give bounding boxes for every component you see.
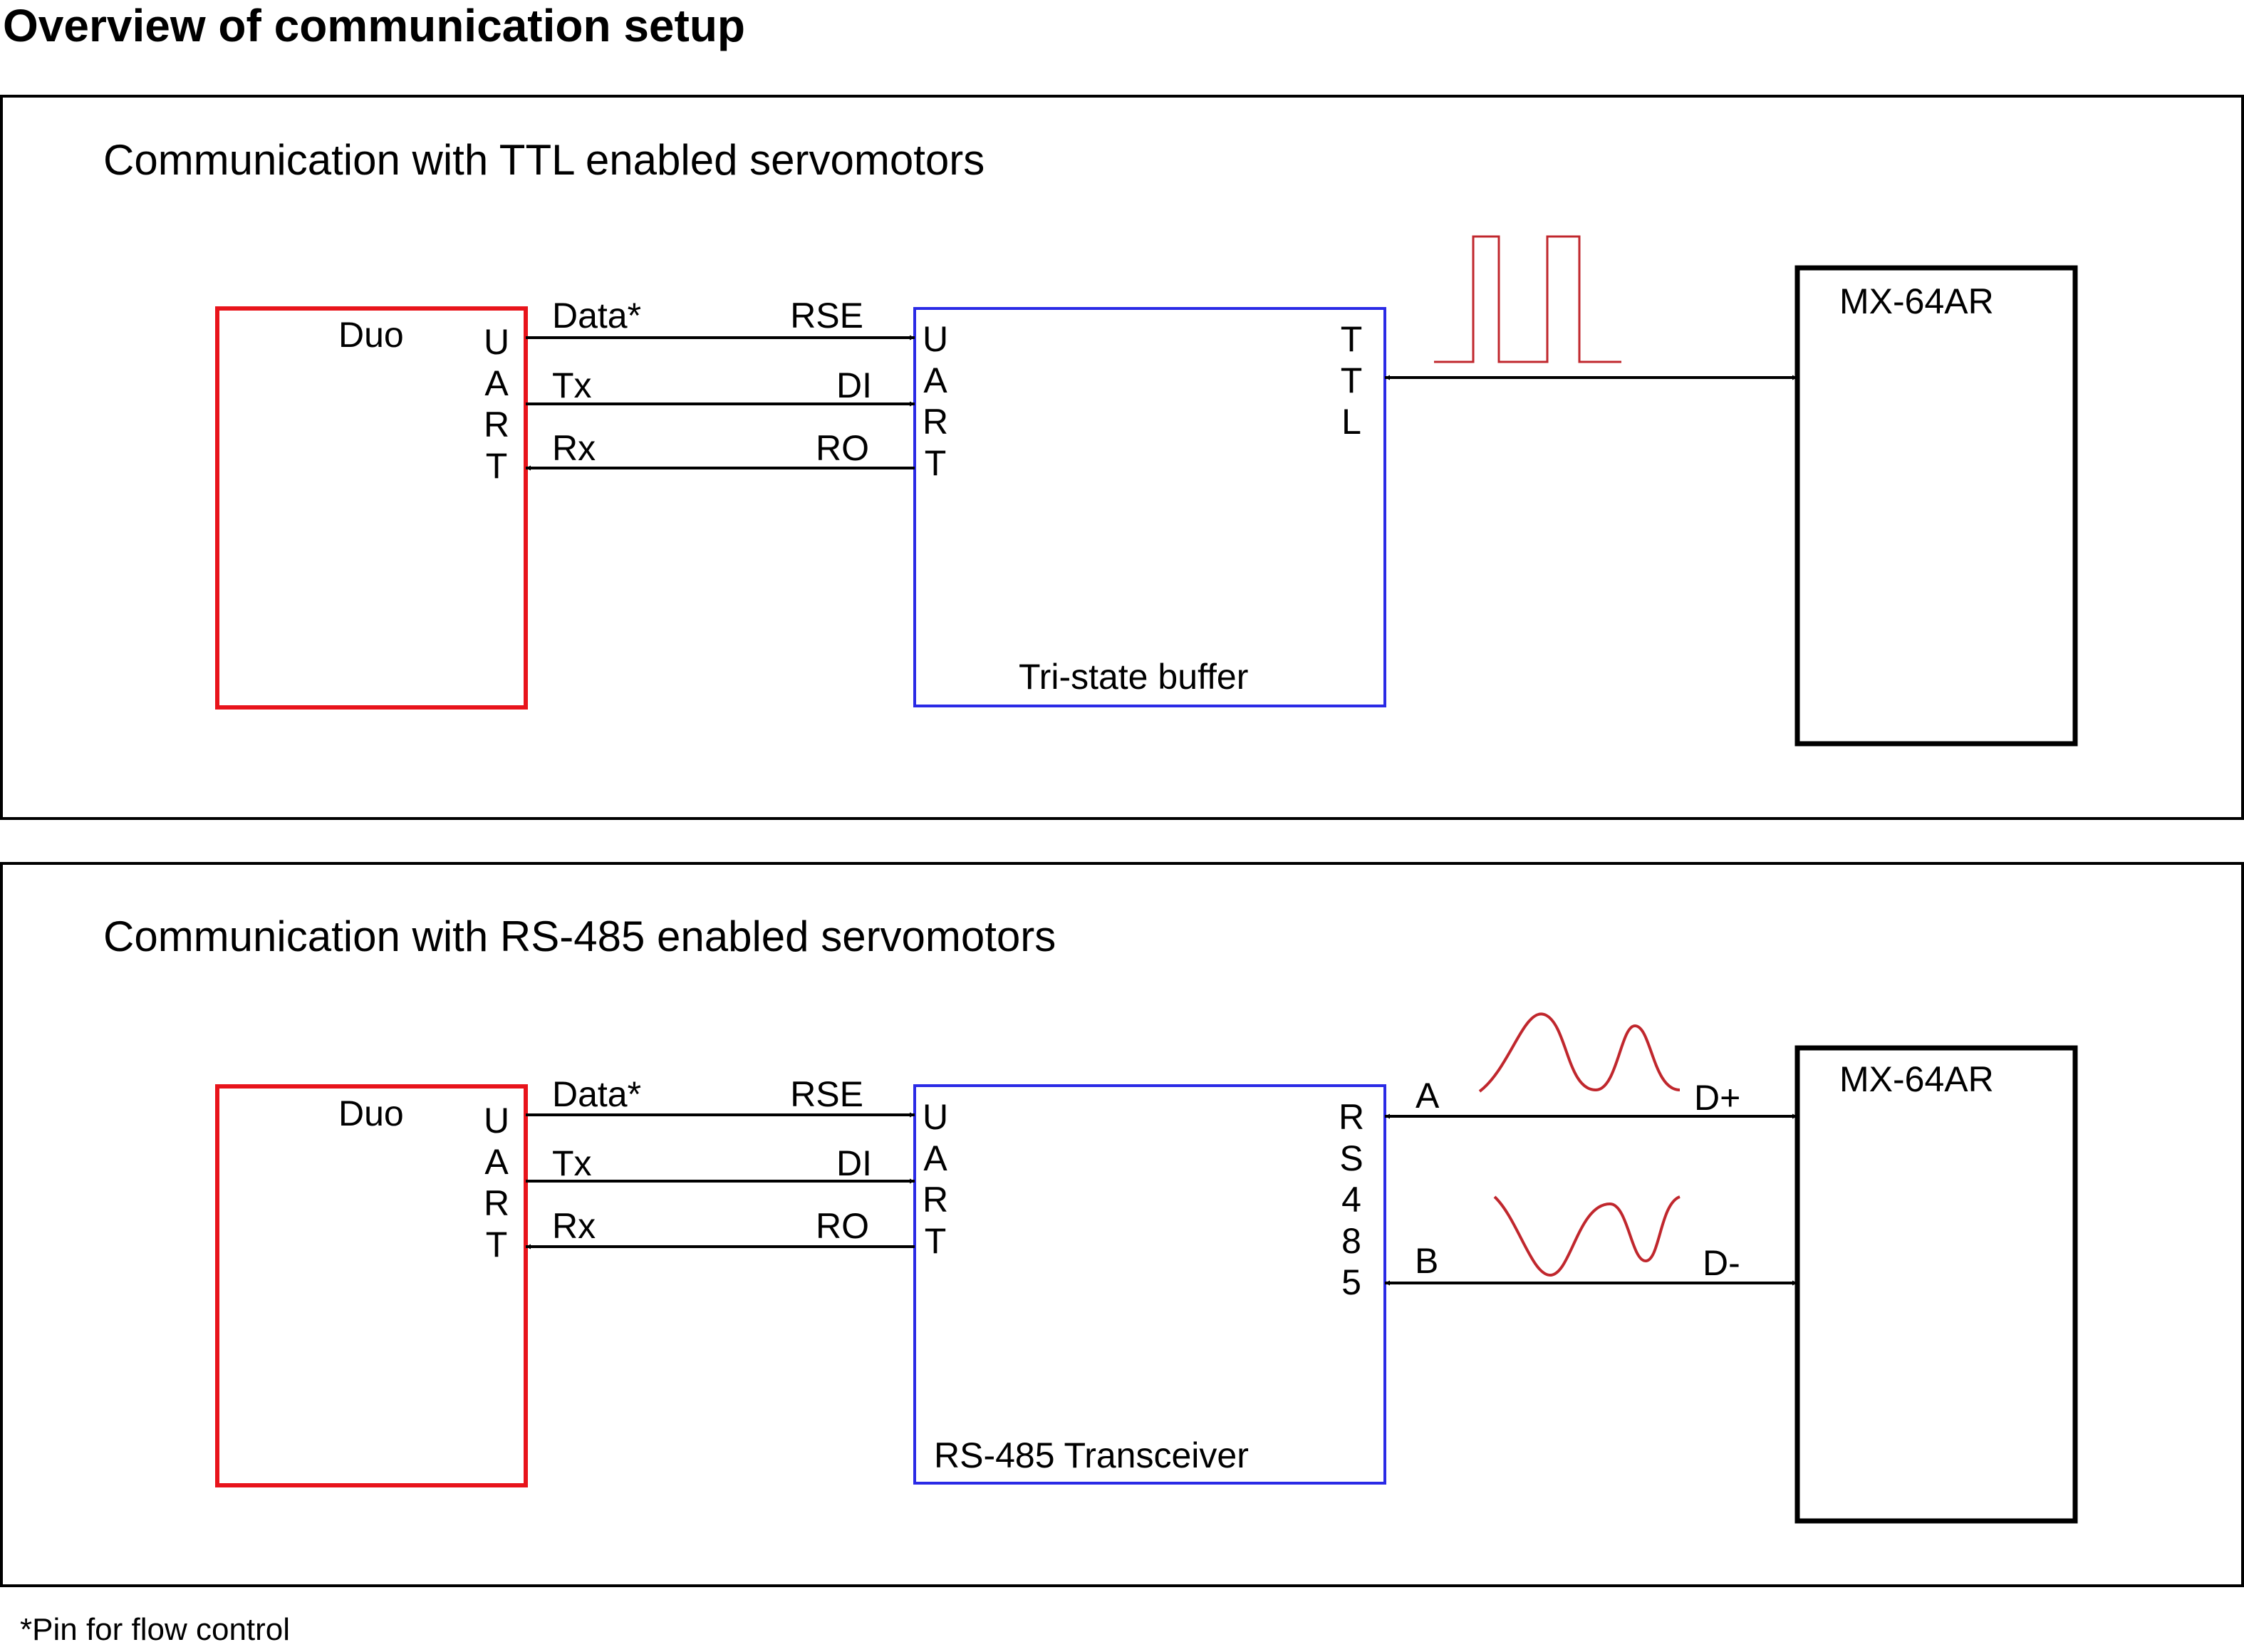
signal-label-ro: RO — [816, 428, 869, 468]
signal-label-data: Data* — [552, 296, 641, 336]
motor-name: MX-64AR — [1839, 281, 1994, 321]
vertical-label-char: T — [925, 1221, 947, 1261]
vertical-label-char: T — [486, 446, 508, 486]
signal-label-ro: RO — [816, 1206, 869, 1246]
vertical-label-char: T — [925, 443, 947, 483]
motor-box — [1794, 1045, 2078, 1524]
bus-label-a: A — [1416, 1076, 1440, 1116]
motor-name: MX-64AR — [1839, 1059, 1994, 1099]
vertical-label-char: R — [484, 405, 509, 445]
controller-box — [215, 1084, 528, 1487]
vertical-label-char: A — [484, 1142, 509, 1182]
vertical-label-char: R — [923, 402, 948, 442]
bus-label-dminus: D- — [1703, 1243, 1740, 1283]
panel-ttl-frame — [0, 95, 2244, 820]
vertical-label-char: R — [923, 1180, 948, 1220]
motor-box — [1794, 265, 2078, 747]
vertical-label-char: R — [484, 1183, 509, 1223]
panel-rs485: Communication with RS-485 enabled servom… — [0, 862, 2244, 1587]
vertical-label-char: 5 — [1341, 1262, 1361, 1302]
rs485-waveform-a — [1478, 1012, 1681, 1093]
vertical-label-char: U — [923, 1097, 948, 1137]
vertical-label-char: R — [1339, 1097, 1364, 1137]
vertical-label-char: T — [1341, 360, 1363, 400]
vertical-label-char: U — [484, 1101, 509, 1141]
panel-rs485-title: Communication with RS-485 enabled servom… — [103, 913, 1056, 960]
vertical-label-char: A — [484, 363, 509, 403]
signal-label-rse: RSE — [790, 1074, 863, 1114]
vertical-label-char: L — [1341, 402, 1361, 442]
transceiver-name: RS-485 Transceiver — [934, 1435, 1249, 1475]
panel-ttl: Communication with TTL enabled servomoto… — [0, 95, 2244, 820]
rs485-transceiver-box — [913, 1084, 1386, 1485]
signal-label-di: DI — [836, 365, 872, 405]
signal-label-rse: RSE — [790, 296, 863, 336]
signal-label-rx: Rx — [552, 1206, 596, 1246]
controller-name: Duo — [338, 1093, 404, 1133]
controller-box — [215, 306, 528, 710]
vertical-label-char: S — [1339, 1138, 1363, 1178]
bus-label-b: B — [1415, 1241, 1438, 1281]
panel-ttl-title: Communication with TTL enabled servomoto… — [103, 136, 985, 184]
controller-name: Duo — [338, 315, 404, 355]
vertical-label-char: A — [923, 1138, 947, 1178]
vertical-label-char: T — [1341, 319, 1363, 359]
vertical-label-char: U — [923, 319, 948, 359]
panel-rs485-frame — [0, 862, 2244, 1587]
signal-label-rx: Rx — [552, 428, 596, 468]
signal-label-tx: Tx — [552, 365, 592, 405]
vertical-label-char: 4 — [1341, 1180, 1361, 1220]
vertical-label-char: T — [486, 1225, 508, 1264]
vertical-label-char: 8 — [1341, 1221, 1361, 1261]
buffer-name: Tri-state buffer — [1019, 657, 1248, 697]
rs485-waveform-b — [1493, 1195, 1681, 1277]
footnote: *Pin for flow control — [20, 1612, 290, 1647]
ttl-pulse-waveform — [1434, 235, 1621, 363]
signal-label-di: DI — [836, 1143, 872, 1183]
bus-label-dplus: D+ — [1694, 1078, 1740, 1118]
signal-label-data: Data* — [552, 1074, 641, 1114]
vertical-label-char: A — [923, 360, 947, 400]
page-title: Overview of communication setup — [3, 0, 745, 51]
vertical-label-char: U — [484, 322, 509, 362]
tristate-buffer-box — [913, 307, 1386, 707]
signal-label-tx: Tx — [552, 1143, 592, 1183]
